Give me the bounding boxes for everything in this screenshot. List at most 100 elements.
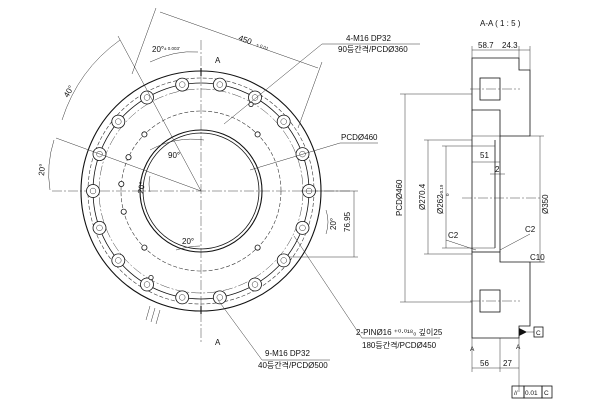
- bolt-hole-inner: [115, 257, 122, 264]
- angle-40-ray: [117, 35, 202, 192]
- leader-c2-right: [499, 233, 531, 251]
- tapped-hole: [254, 244, 261, 251]
- bore-circle: [139, 129, 263, 253]
- tapped-hole: [254, 131, 261, 138]
- dim-2: 2: [495, 165, 500, 174]
- bolt-hole-inner: [89, 187, 97, 195]
- tapped-hole: [141, 244, 148, 251]
- bolt-hole: [248, 277, 262, 292]
- bolt-hole-inner: [96, 150, 103, 158]
- bolt-hole: [140, 90, 154, 105]
- bolt-hole: [175, 77, 190, 92]
- tapped-hole: [120, 208, 127, 215]
- section-lower-body: [471, 251, 531, 339]
- dim-450-ext-right: [297, 61, 323, 129]
- dim-262-tol-dn: 0: [445, 193, 450, 196]
- leader-m16-500: [217, 299, 263, 361]
- note-m16-500-line1: 9-M16 DP32: [265, 349, 310, 358]
- pcd-360-circle: [120, 110, 282, 272]
- fcf-value: 0.01: [525, 390, 538, 397]
- dim-270-4: Ø270.4: [418, 183, 427, 210]
- break-mark-1: [145, 305, 151, 321]
- bolt-hole-inner: [280, 257, 287, 264]
- front-view: 450 ± 0.01 20° ± 0.003' 40° 20° 90° 20° …: [37, 7, 443, 370]
- datum-c-box: [533, 326, 544, 338]
- section-view: A-A ( 1 : 5 ) 58.7 24.3 PCDØ460: [395, 19, 553, 399]
- note-m16-360-line2: 90등간격/PCDØ360: [338, 44, 408, 54]
- datum-a-right: A: [516, 344, 521, 351]
- angle-20-right-label: 20°: [329, 218, 338, 230]
- angle-40-label: 40°: [62, 84, 76, 99]
- dim-450-ext-left: [131, 7, 157, 75]
- dim-27: 27: [503, 359, 512, 368]
- bolt-hole-inner: [179, 81, 186, 88]
- section-mark-bottom: A: [215, 338, 221, 347]
- break-mark-2: [150, 307, 156, 323]
- bolt-hole-inner: [179, 294, 186, 301]
- angle-20-bottom-label: 20°: [182, 237, 194, 246]
- bolt-hole: [111, 114, 126, 129]
- chamfer-c10: C10: [530, 253, 545, 262]
- dim-20-top-tolerance: ± 0.003': [164, 46, 180, 51]
- bolt-hole-inner: [280, 118, 287, 125]
- pin-hole: [148, 274, 154, 281]
- dim-262: Ø262: [436, 194, 445, 214]
- angle-20-left-ray: [55, 137, 202, 192]
- bolt-hole-inner: [251, 94, 259, 101]
- dim-24-3: 24.3: [502, 41, 518, 50]
- angle-20-inner-arc: [148, 175, 151, 193]
- dim-20-top-arc: [149, 51, 199, 63]
- note-m16-360-line1: 4-M16 DP32: [346, 34, 391, 43]
- dim-350: Ø350: [541, 194, 550, 214]
- section-mark-top: A: [215, 56, 221, 65]
- section-upper-body: [471, 57, 531, 137]
- tapped-hole: [118, 180, 125, 187]
- note-pcd460: PCDØ460: [341, 133, 378, 142]
- bolt-hole: [212, 77, 227, 92]
- dim-450-tolerance: ± 0.01: [256, 42, 270, 51]
- bolt-holes-pcd460: [86, 77, 316, 305]
- angle-20-bottom-arc: [175, 245, 201, 251]
- leader-c2-left: [445, 239, 477, 251]
- bolt-hole-inner: [143, 94, 151, 101]
- section-title: A-A ( 1 : 5 ): [480, 19, 521, 28]
- bolt-hole: [276, 253, 291, 268]
- fcf-symbol: //: [514, 390, 518, 397]
- bolt-hole: [140, 277, 154, 292]
- datum-c-triangle: [519, 328, 527, 336]
- chamfer-c2-right: C2: [525, 225, 536, 234]
- angle-40-arc: [61, 39, 121, 121]
- bolt-hole: [276, 114, 291, 129]
- bolt-hole: [212, 290, 227, 305]
- note-pin-line1: 2-PINØ16 ⁺⁰·⁰¹⁸₀ 깊이25: [356, 327, 443, 337]
- leader-m16-360: [223, 43, 323, 125]
- note-pin-line2: 180등간격/PCDØ450: [362, 340, 437, 350]
- dim-450-label: 450: [237, 33, 253, 46]
- dim-51: 51: [480, 151, 489, 160]
- angle-90-label: 90°: [168, 151, 180, 160]
- chamfer-c2-left: C2: [448, 231, 459, 240]
- bolt-hole: [111, 253, 126, 268]
- angle-90-arc: [149, 138, 205, 151]
- angle-20-left-label: 20°: [37, 163, 47, 176]
- break-mark-3: [155, 309, 161, 325]
- dim-pcd460-section: PCDØ460: [395, 179, 404, 216]
- tapped-holes-pcd360: [118, 131, 261, 251]
- dim-58-7: 58.7: [478, 41, 494, 50]
- bolt-hole-inner: [96, 224, 103, 232]
- bolt-hole-inner: [216, 81, 223, 88]
- bolt-hole-inner: [115, 118, 122, 125]
- tapped-hole: [141, 131, 148, 138]
- note-m16-500-line2: 40등간격/PCDØ500: [258, 360, 328, 370]
- bolt-hole-inner: [143, 281, 151, 288]
- bolt-hole: [175, 290, 190, 305]
- dim-56: 56: [480, 359, 489, 368]
- fcf-datum-cell: [541, 385, 553, 399]
- bolt-hole-inner: [216, 294, 223, 301]
- bore-inner-circle: [142, 132, 260, 250]
- angle-20-left-arc: [48, 139, 55, 191]
- bolt-hole-inner: [299, 224, 306, 232]
- tapped-hole: [125, 154, 132, 161]
- bolt-hole: [86, 184, 100, 198]
- bolt-hole-inner: [299, 150, 306, 158]
